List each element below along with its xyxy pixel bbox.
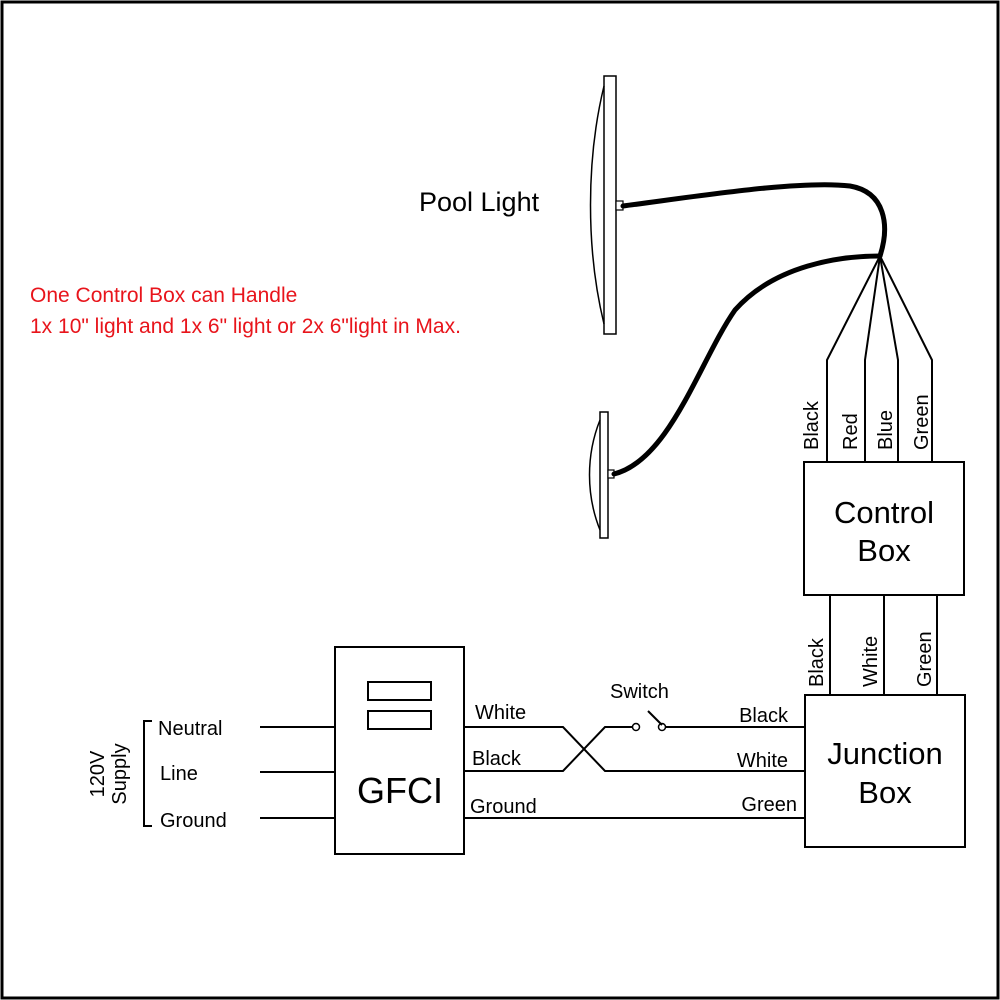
- junction-box-label-line1: Junction: [827, 736, 942, 771]
- light-cable-large: [620, 182, 888, 259]
- pool-light-label: Pool Light: [419, 187, 540, 217]
- gfci-output-black: Black: [472, 748, 522, 770]
- control-top-wire-black: Black: [801, 400, 823, 450]
- switch-label: Switch: [610, 681, 669, 703]
- junction-box-label-line2: Box: [858, 775, 912, 810]
- pool-light-large: [589, 75, 624, 335]
- control-box-leads: [826, 255, 933, 462]
- supply-bracket: [143, 720, 152, 827]
- control-box-label-line1: Control: [834, 495, 934, 530]
- gfci-output-wires: [464, 726, 805, 819]
- gfci-label: GFCI: [357, 770, 443, 811]
- supply-wire-neutral: Neutral: [158, 718, 222, 740]
- control-top-wire-blue: Blue: [875, 410, 897, 450]
- pool-light-small: [588, 411, 615, 539]
- supply-label-line1: 120V: [87, 750, 109, 797]
- gfci-output-white: White: [475, 702, 526, 724]
- note-line-2: 1x 10" light and 1x 6" light or 2x 6"lig…: [30, 315, 461, 338]
- supply-label-line2: Supply: [109, 743, 131, 804]
- control-junction-wires: [829, 595, 938, 695]
- note-line-1: One Control Box can Handle: [30, 284, 297, 307]
- control-bottom-wire-white: White: [860, 636, 882, 687]
- switch-symbol: [631, 710, 667, 732]
- supply-wire-line: Line: [160, 763, 198, 785]
- control-bottom-wire-green: Green: [914, 631, 936, 687]
- junction-box: [804, 694, 966, 848]
- supply-wire-ground: Ground: [160, 810, 227, 832]
- control-top-wire-red: Red: [840, 413, 862, 450]
- supply-wires: [143, 720, 335, 827]
- control-bottom-wire-black: Black: [806, 637, 828, 687]
- gfci-box: [334, 646, 465, 855]
- control-top-wire-green: Green: [911, 394, 933, 450]
- light-cable-small: [611, 253, 883, 477]
- junction-input-green: Green: [741, 794, 797, 816]
- gfci-reset-button: [367, 710, 432, 730]
- junction-input-white: White: [737, 750, 788, 772]
- control-box-label-line2: Box: [857, 533, 911, 568]
- junction-input-black: Black: [739, 705, 789, 727]
- gfci-output-ground: Ground: [470, 796, 537, 818]
- gfci-test-button: [367, 681, 432, 701]
